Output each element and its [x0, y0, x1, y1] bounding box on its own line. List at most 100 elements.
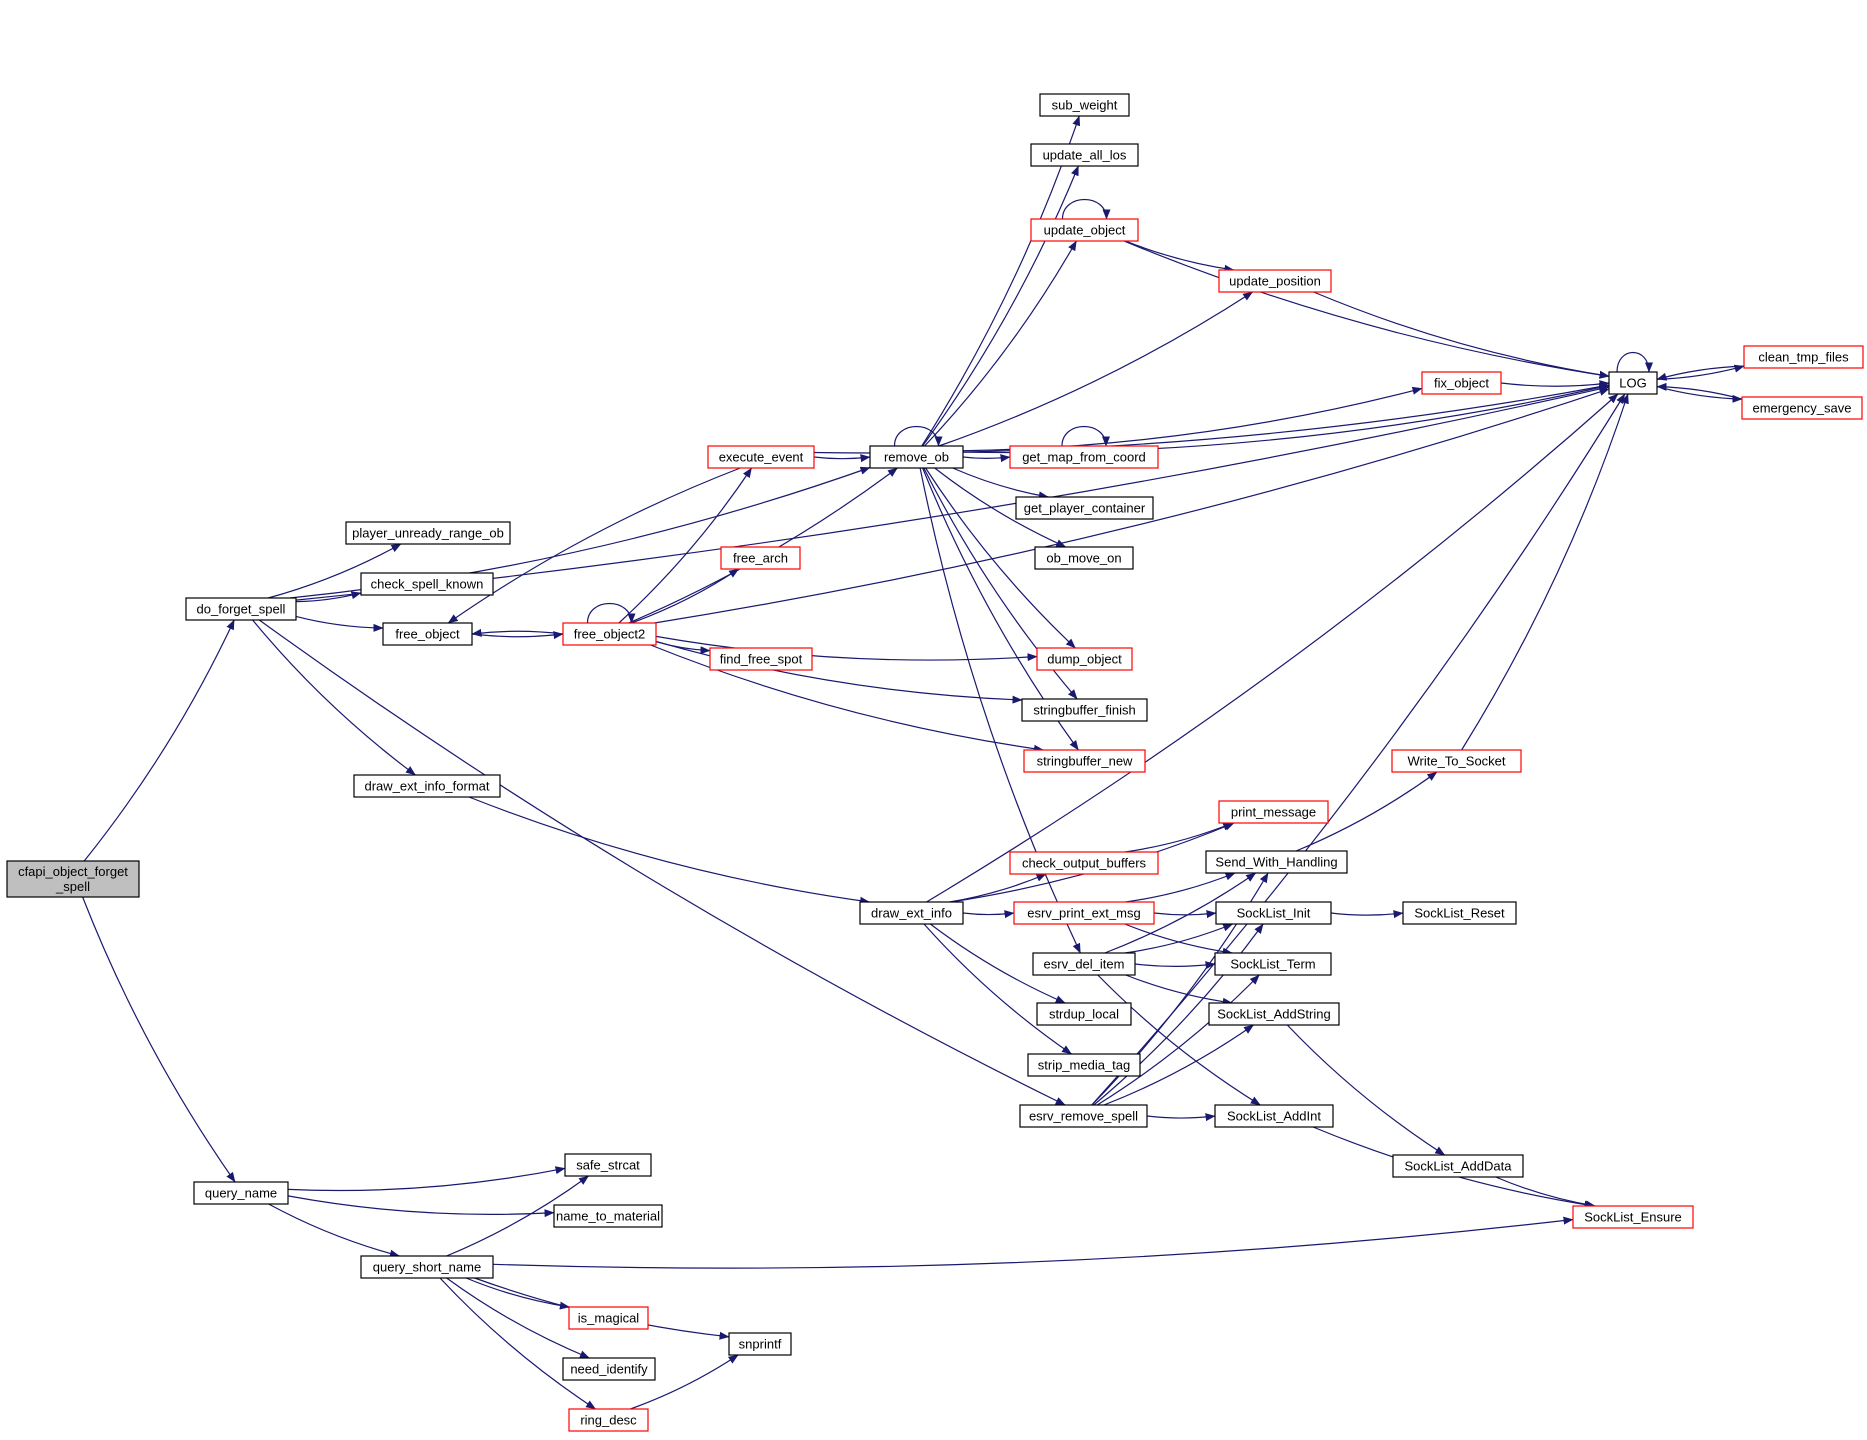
node-label: check_output_buffers: [1022, 856, 1147, 871]
node-dump_object[interactable]: dump_object: [1036, 647, 1133, 671]
node-player_unready_range_ob[interactable]: player_unready_range_ob: [345, 521, 511, 545]
node-box: [1013, 901, 1155, 925]
edge-free_object2-to-free_object2: [586, 602, 636, 624]
edge-query_name-to-query_short_name: [268, 1203, 400, 1258]
edge-remove_ob-to-update_object: [924, 240, 1077, 447]
edge-free_object2-to-stringbuffer_new: [650, 644, 1044, 753]
node-check_spell_known[interactable]: check_spell_known: [360, 572, 494, 596]
node-esrv_remove_spell[interactable]: esrv_remove_spell: [1019, 1104, 1148, 1128]
node-ob_move_on[interactable]: ob_move_on: [1034, 546, 1134, 570]
node-emergency_save[interactable]: emergency_save: [1741, 396, 1863, 420]
node-label: stringbuffer_finish: [1033, 703, 1135, 718]
edge-esrv_remove_spell-to-SockList_Term: [1096, 974, 1260, 1106]
node-esrv_del_item[interactable]: esrv_del_item: [1032, 952, 1136, 976]
node-name_to_material[interactable]: name_to_material: [553, 1204, 663, 1228]
node-label: update_position: [1229, 274, 1321, 289]
node-fix_object[interactable]: fix_object: [1421, 371, 1502, 395]
node-do_forget_spell[interactable]: do_forget_spell: [185, 597, 297, 621]
node-box: [1027, 1053, 1141, 1077]
node-get_player_container[interactable]: get_player_container: [1015, 496, 1154, 520]
edge-ring_desc-to-snprintf: [630, 1354, 739, 1410]
edge-clean_tmp_files-to-LOG: [1656, 365, 1745, 381]
node-SockList_AddData[interactable]: SockList_AddData: [1392, 1154, 1524, 1178]
node-SockList_Reset[interactable]: SockList_Reset: [1402, 901, 1517, 925]
edge-free_object2-to-free_arch: [631, 568, 740, 624]
node-box: [568, 1306, 649, 1330]
node-label: sub_weight: [1052, 98, 1118, 113]
node-LOG[interactable]: LOG: [1608, 371, 1658, 395]
edge-remove_ob-to-get_player_container: [952, 467, 1049, 500]
node-label: remove_ob: [884, 450, 949, 465]
node-esrv_print_ext_msg[interactable]: esrv_print_ext_msg: [1013, 901, 1155, 925]
edge-esrv_del_item-to-Send_With_Handling: [1104, 872, 1257, 954]
node-strip_media_tag[interactable]: strip_media_tag: [1027, 1053, 1141, 1077]
node-box: [562, 622, 657, 646]
node-free_arch[interactable]: free_arch: [720, 546, 801, 570]
edge-free_object2-to-free_object: [471, 628, 564, 637]
node-box: [353, 774, 501, 798]
node-query_short_name[interactable]: query_short_name: [360, 1255, 494, 1279]
node-label: get_player_container: [1024, 501, 1146, 516]
node-box: [1392, 1154, 1524, 1178]
node-stringbuffer_finish[interactable]: stringbuffer_finish: [1021, 698, 1148, 722]
node-ring_desc[interactable]: ring_desc: [568, 1408, 649, 1432]
node-clean_tmp_files[interactable]: clean_tmp_files: [1743, 345, 1864, 369]
node-need_identify[interactable]: need_identify: [562, 1357, 656, 1381]
node-box: [1208, 1002, 1340, 1026]
node-draw_ext_info_format[interactable]: draw_ext_info_format: [353, 774, 501, 798]
node-update_all_los[interactable]: update_all_los: [1030, 143, 1139, 167]
edge-SockList_AddString-to-SockList_AddData: [1286, 1024, 1446, 1156]
node-free_object2[interactable]: free_object2: [562, 622, 657, 646]
node-label: print_message: [1231, 805, 1316, 820]
node-box: [1015, 496, 1154, 520]
node-snprintf[interactable]: snprintf: [728, 1332, 792, 1356]
node-box: [562, 1357, 656, 1381]
node-label: SockList_Init: [1237, 906, 1311, 921]
node-label: update_all_los: [1043, 148, 1127, 163]
edge-esrv_remove_spell-to-SockList_AddInt: [1146, 1113, 1216, 1122]
node-query_name[interactable]: query_name: [193, 1181, 289, 1205]
node-label: cfapi_object_forget: [18, 864, 128, 879]
node-SockList_Term[interactable]: SockList_Term: [1214, 952, 1332, 976]
node-sub_weight[interactable]: sub_weight: [1039, 93, 1130, 117]
node-strdup_local[interactable]: strdup_local: [1036, 1002, 1132, 1026]
node-SockList_Init[interactable]: SockList_Init: [1215, 901, 1332, 925]
node-is_magical[interactable]: is_magical: [568, 1306, 649, 1330]
edge-esrv_print_ext_msg-to-Send_With_Handling: [1125, 872, 1236, 903]
node-SockList_Ensure[interactable]: SockList_Ensure: [1572, 1205, 1694, 1229]
node-label: free_object2: [574, 627, 646, 642]
node-get_map_from_coord[interactable]: get_map_from_coord: [1009, 445, 1159, 469]
edge-cfapi-to-query_name: [82, 896, 236, 1183]
node-Write_To_Socket[interactable]: Write_To_Socket: [1391, 749, 1522, 773]
node-label: emergency_save: [1753, 401, 1852, 416]
node-find_free_spot[interactable]: find_free_spot: [709, 647, 813, 671]
node-remove_ob[interactable]: remove_ob: [869, 445, 964, 469]
node-safe_strcat[interactable]: safe_strcat: [564, 1153, 652, 1177]
node-Send_With_Handling[interactable]: Send_With_Handling: [1205, 850, 1348, 874]
edge-do_forget_spell-to-esrv_remove_spell: [258, 619, 1066, 1106]
node-SockList_AddInt[interactable]: SockList_AddInt: [1214, 1104, 1334, 1128]
node-check_output_buffers[interactable]: check_output_buffers: [1009, 851, 1159, 875]
node-label: strdup_local: [1049, 1007, 1119, 1022]
node-stringbuffer_new[interactable]: stringbuffer_new: [1023, 749, 1146, 773]
node-update_position[interactable]: update_position: [1218, 269, 1332, 293]
node-label: SockList_Term: [1230, 957, 1315, 972]
node-box: [1218, 800, 1329, 824]
edge-update_object-to-update_object: [1061, 198, 1111, 220]
edge-esrv_del_item-to-SockList_Term: [1134, 961, 1216, 970]
node-label: check_spell_known: [371, 577, 484, 592]
node-box: [1030, 218, 1139, 242]
node-label: name_to_material: [556, 1209, 660, 1224]
node-print_message[interactable]: print_message: [1218, 800, 1329, 824]
node-SockList_AddString[interactable]: SockList_AddString: [1208, 1002, 1340, 1026]
node-draw_ext_info[interactable]: draw_ext_info: [859, 901, 964, 925]
edge-remove_ob-to-update_position: [938, 291, 1254, 447]
node-box: [1214, 1104, 1334, 1128]
node-execute_event[interactable]: execute_event: [707, 445, 815, 469]
node-free_object[interactable]: free_object: [382, 622, 473, 646]
node-cfapi[interactable]: cfapi_object_forget_spell: [6, 860, 140, 898]
node-update_object[interactable]: update_object: [1030, 218, 1139, 242]
node-box: [1036, 647, 1133, 671]
node-box: [709, 647, 813, 671]
